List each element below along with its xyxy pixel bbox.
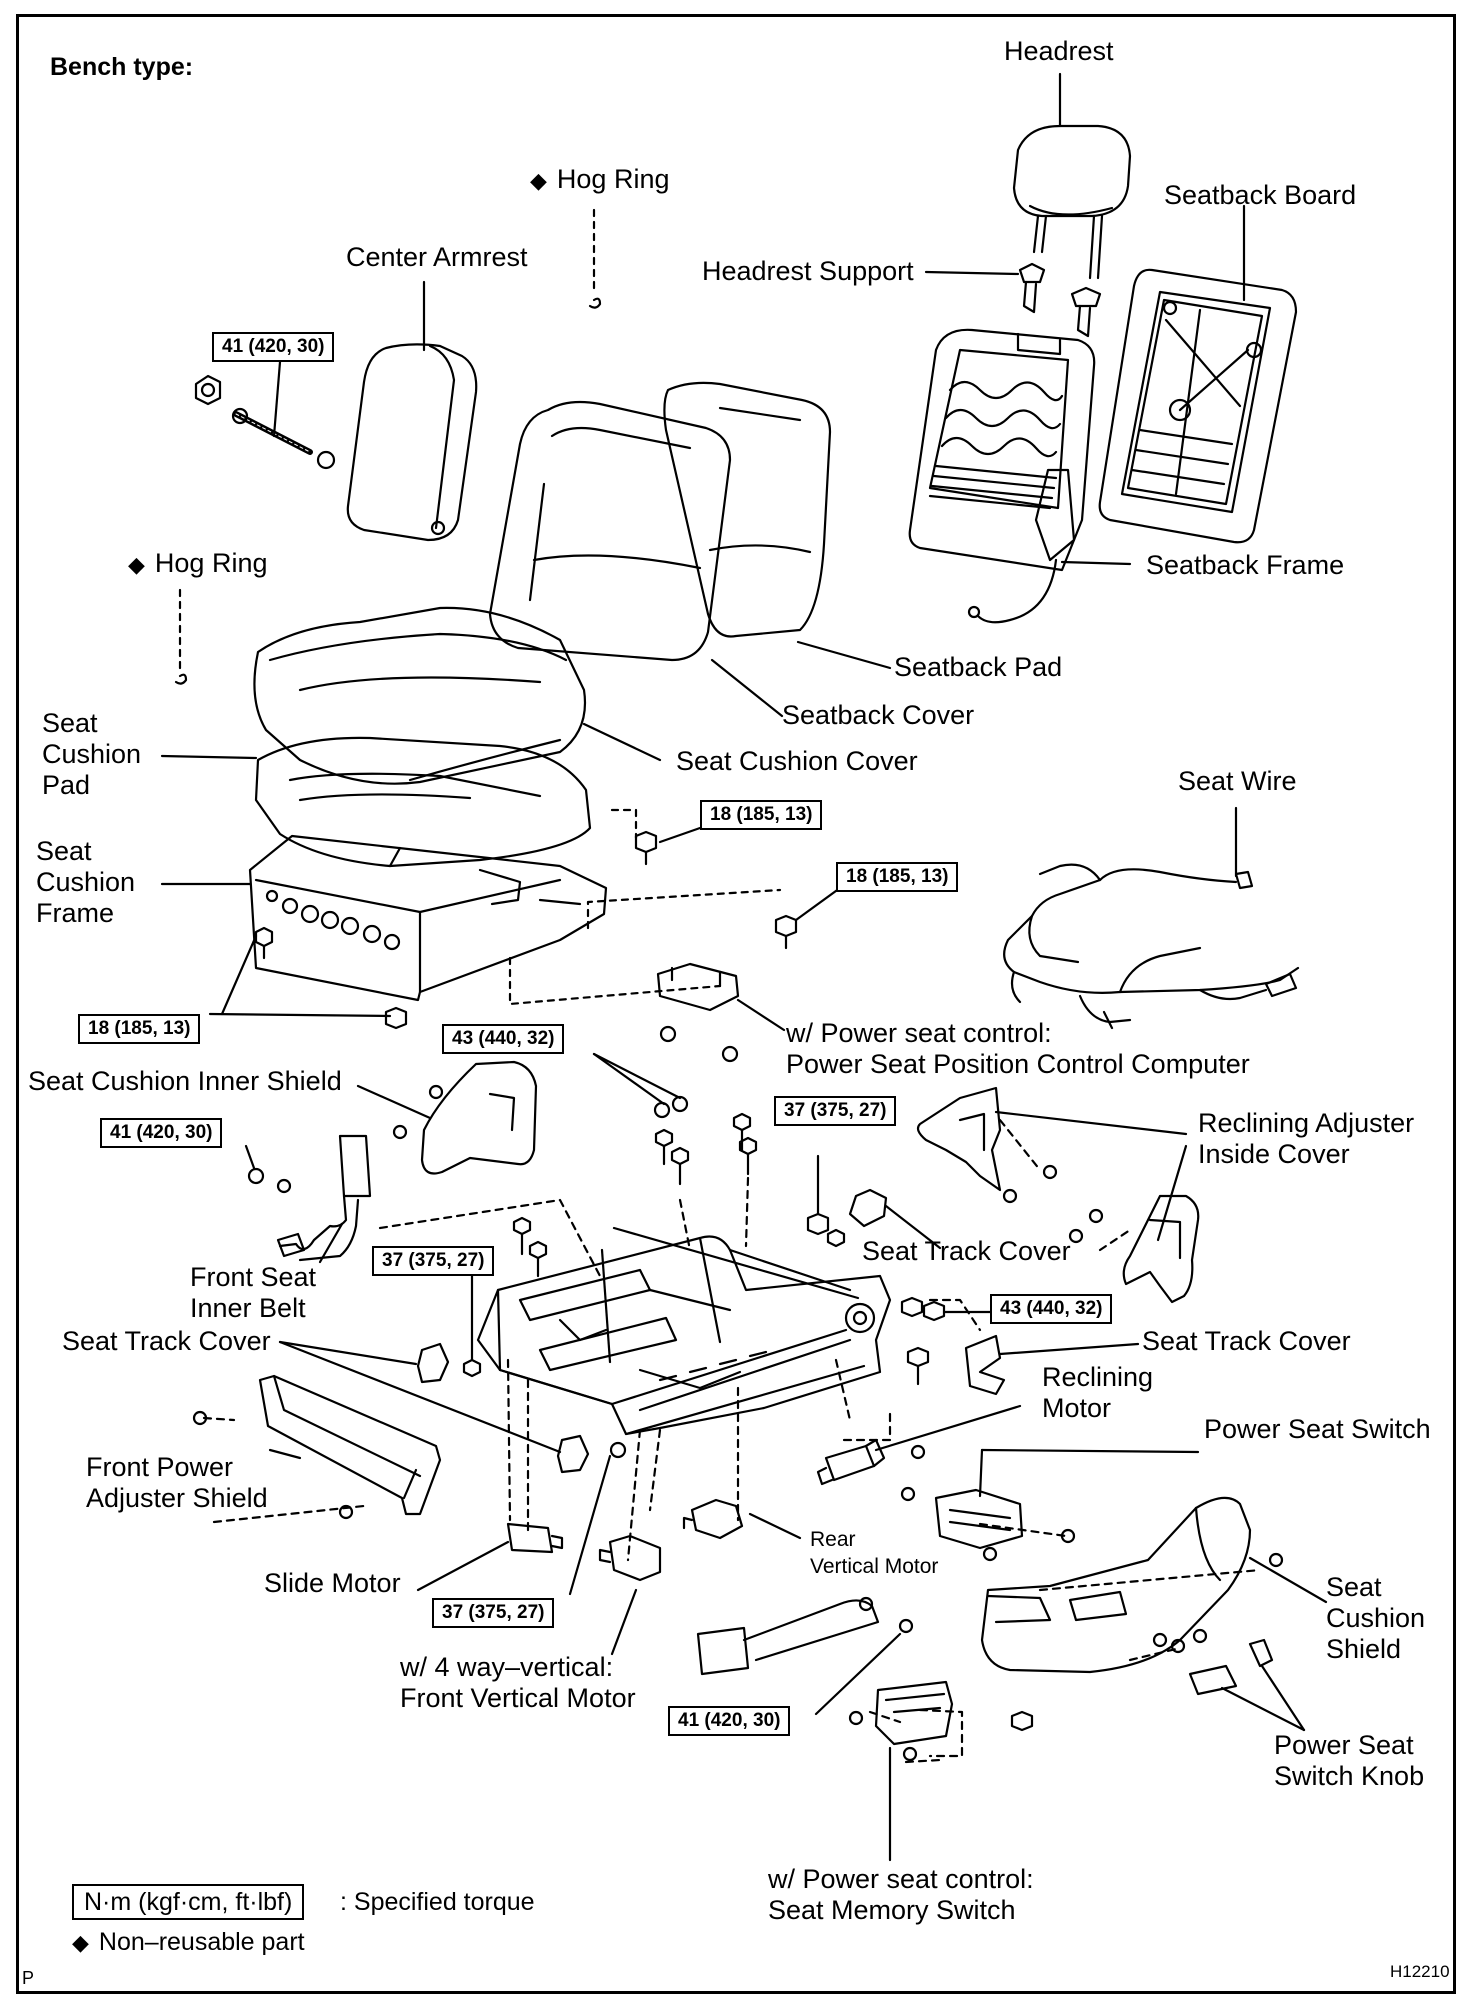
- label-seatback-frame: Seatback Frame: [1146, 550, 1345, 580]
- seat-cushion-pad-part: [254, 736, 592, 868]
- seatback-pad-part: [663, 381, 832, 638]
- diamond-icon: ◆: [128, 552, 145, 577]
- diamond-icon: ◆: [530, 168, 547, 193]
- label-power-seat-switch: Power Seat Switch: [1204, 1414, 1431, 1444]
- label-seat-track-cover-left: Seat Track Cover: [62, 1326, 271, 1356]
- corner-code: P: [22, 1968, 35, 1988]
- label-seat-track-cover-right-upper: Seat Track Cover: [862, 1236, 1071, 1266]
- torque-box: 18 (185, 13): [836, 862, 959, 892]
- headrest-support-parts: [1018, 262, 1102, 338]
- hog-ring-left-part: [174, 673, 188, 685]
- label-reclining-motor: Reclining Motor: [1042, 1362, 1154, 1423]
- cushion-bolt-parts: [254, 830, 798, 1030]
- legend-non-reusable: ◆Non–reusable part: [72, 1928, 305, 1956]
- legend-unit-text: : Specified torque: [340, 1888, 535, 1916]
- seat-wire-part: [1003, 863, 1300, 1030]
- seatback-frame-part: [908, 328, 1096, 624]
- seatback-board-part: [1098, 268, 1298, 544]
- seat-cushion-cover-part: [253, 606, 586, 785]
- label-seat-memory-switch: w/ Power seat control: Seat Memory Switc…: [768, 1864, 1034, 1925]
- label-power-seat-switch-knob: Power Seat Switch Knob: [1274, 1730, 1425, 1791]
- label-front-power-adjuster-shield: Front Power Adjuster Shield: [86, 1452, 268, 1513]
- torque-box: 41 (420, 30): [212, 332, 335, 362]
- label-seatback-board: Seatback Board: [1164, 180, 1357, 210]
- label-center-armrest: Center Armrest: [346, 242, 528, 272]
- dashed-leader-lines: [202, 1118, 1262, 1764]
- page-title: Bench type:: [50, 53, 194, 81]
- seatback-cover-part: [488, 400, 732, 662]
- label-rear-vertical-motor: Rear Vertical Motor: [810, 1528, 939, 1578]
- label-front-vertical-motor: w/ 4 way–vertical: Front Vertical Motor: [400, 1652, 636, 1713]
- label-seat-cushion-pad: Seat Cushion Pad: [42, 708, 142, 800]
- armrest-bolt-parts: [194, 374, 336, 470]
- label-hog-ring-top: ◆Hog Ring: [530, 164, 670, 194]
- label-seat-cushion-inner-shield: Seat Cushion Inner Shield: [28, 1066, 342, 1096]
- label-headrest: Headrest: [1004, 36, 1114, 66]
- label-seat-track-cover-right-lower: Seat Track Cover: [1142, 1326, 1351, 1356]
- track-bolt-parts: [653, 1095, 830, 1236]
- torque-box: 18 (185, 13): [78, 1014, 201, 1044]
- label-headrest-support: Headrest Support: [702, 256, 914, 286]
- diagram-frame: [16, 14, 1456, 1994]
- label-seatback-pad: Seatback Pad: [894, 652, 1063, 682]
- label-power-seat-computer: w/ Power seat control: Power Seat Positi…: [786, 1018, 1250, 1079]
- label-hog-ring-left: ◆Hog Ring: [128, 548, 268, 578]
- diamond-icon: ◆: [72, 1930, 89, 1955]
- label-seatback-cover: Seatback Cover: [782, 700, 975, 730]
- label-seat-cushion-shield: Seat Cushion Shield: [1326, 1572, 1426, 1664]
- hog-ring-top-part: [588, 297, 602, 309]
- motor-parts: [506, 1438, 886, 1582]
- label-seat-cushion-frame: Seat Cushion Frame: [36, 836, 136, 928]
- inner-belt-part: [247, 1134, 372, 1262]
- seat-cushion-frame-part: [248, 834, 608, 1002]
- buckle-part: [696, 1596, 914, 1676]
- torque-box: 43 (440, 32): [442, 1024, 565, 1054]
- label-reclining-adjuster-inside-cover: Reclining Adjuster Inside Cover: [1198, 1108, 1415, 1169]
- torque-box: 41 (420, 30): [100, 1118, 223, 1148]
- seat-track-assembly-part: [476, 1226, 892, 1436]
- torque-box: 37 (375, 27): [432, 1598, 555, 1628]
- label-seat-cushion-cover: Seat Cushion Cover: [676, 746, 918, 776]
- seat-cushion-shield-part: [980, 1496, 1284, 1674]
- legend-unit-box: N·m (kgf·cm, ft·lbf): [72, 1884, 305, 1920]
- torque-box: 37 (375, 27): [372, 1246, 495, 1276]
- seat-memory-switch-part: [848, 1680, 1034, 1762]
- computer-part: [656, 962, 740, 1063]
- torque-box: 18 (185, 13): [700, 800, 823, 830]
- figure-code: H12210: [1390, 1962, 1450, 1981]
- torque-box: 43 (440, 32): [990, 1294, 1113, 1324]
- seat-track-cover-parts: [416, 1188, 1006, 1474]
- torque-box: 37 (375, 27): [774, 1096, 897, 1126]
- torque-box: 41 (420, 30): [668, 1706, 791, 1736]
- center-armrest-part: [346, 343, 478, 542]
- switch-knob-parts: [1188, 1638, 1274, 1696]
- inner-shield-part: [392, 1060, 538, 1175]
- label-front-seat-inner-belt: Front Seat Inner Belt: [190, 1262, 317, 1323]
- reclining-adjuster-cover-parts: [916, 1086, 1200, 1304]
- headrest-part: [1012, 124, 1132, 280]
- track-small-bolt-parts: [462, 1216, 946, 1459]
- label-slide-motor: Slide Motor: [264, 1568, 401, 1598]
- power-seat-switch-part: [900, 1444, 1076, 1562]
- label-seat-wire: Seat Wire: [1178, 766, 1297, 796]
- front-power-adjuster-shield-part: [192, 1374, 442, 1520]
